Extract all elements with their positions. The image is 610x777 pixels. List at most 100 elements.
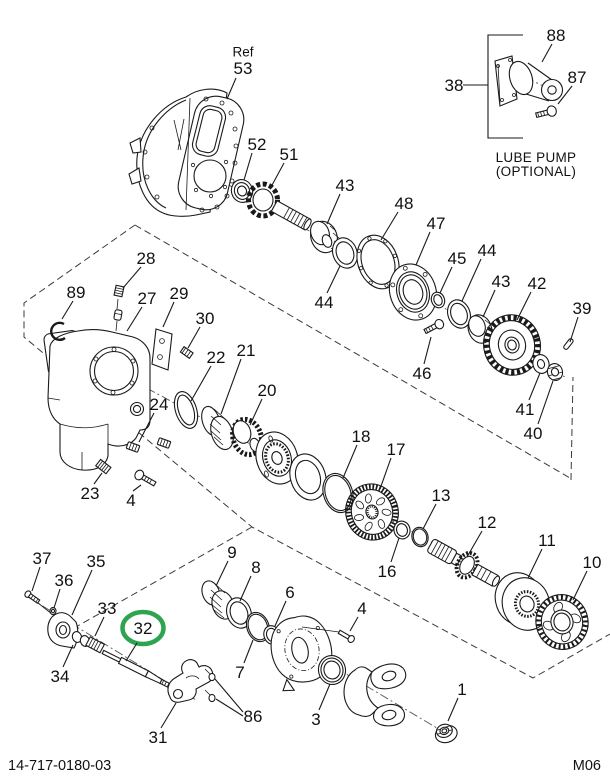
lube-pump-drawing	[494, 55, 564, 107]
housing-53-bolt-holes	[142, 96, 239, 213]
leader-line-51-3	[270, 162, 285, 188]
part-callout-29-22: 29	[170, 284, 189, 303]
bearing-21-drawing	[201, 405, 234, 451]
part-callout-44-8: 44	[478, 241, 497, 260]
leader-line-43-4	[326, 193, 341, 225]
washer-36-drawing	[49, 606, 57, 616]
snap-ring-13-drawing	[411, 526, 429, 548]
part-callout-30-23: 30	[196, 309, 215, 328]
part-callout-35-46: 35	[87, 552, 106, 571]
leader-line-18-30	[342, 444, 358, 479]
leader-line-3-42	[318, 683, 331, 711]
leader-line-33-47	[94, 616, 105, 637]
part-callout-6-39: 6	[285, 583, 294, 602]
leader-line-24-26	[138, 412, 155, 443]
part-callout-36-45: 36	[55, 571, 74, 590]
part-callout-10-36: 10	[583, 553, 602, 572]
leader-line-30-23	[187, 326, 201, 349]
part-callout-1-43: 1	[457, 680, 466, 699]
footer-page-code: M06	[573, 758, 601, 774]
setscrew-24b-drawing	[156, 437, 172, 449]
part-callout-21-25: 21	[237, 341, 256, 360]
part-callout-89-20: 89	[67, 283, 86, 302]
leader-line-10-36	[572, 570, 588, 601]
part-callout-8-38: 8	[251, 558, 260, 577]
leader-line-44-12	[326, 265, 341, 294]
leader-line-34-48	[62, 644, 74, 668]
leader-line-42-10	[516, 291, 532, 321]
gasket-48-drawing	[356, 234, 400, 290]
part-callout-40-15: 40	[524, 424, 543, 443]
shift-fork-31-drawing	[167, 659, 214, 703]
leader-line-87-17	[557, 85, 573, 105]
part-callout-88-16: 88	[547, 26, 566, 45]
part-callout-4-28: 4	[126, 491, 135, 510]
highlight-ellipse-32	[120, 609, 166, 647]
ring-8-drawing	[225, 597, 253, 629]
part-callout-41-14: 41	[516, 400, 535, 419]
clutch-plate-drawing	[289, 453, 327, 501]
part-callout-51-3: 51	[280, 145, 299, 164]
ring-44b-drawing	[446, 299, 472, 329]
part-callout-38-18: 38	[445, 76, 464, 95]
leader-line-6-39	[274, 600, 287, 627]
bolt-4b-drawing	[301, 626, 355, 644]
part-callout-48-5: 48	[395, 194, 414, 213]
leader-line-21-25	[220, 358, 242, 415]
part-callout-45-7: 45	[448, 249, 467, 268]
part-callout-4-41: 4	[357, 599, 366, 618]
shaft-12-drawing	[427, 538, 501, 587]
ring-44a-drawing	[331, 237, 359, 269]
snap-ring-18-drawing	[322, 472, 354, 514]
pins-86-drawing	[204, 668, 216, 703]
snap-ring-7-drawing	[245, 611, 271, 643]
bolt-46-drawing	[423, 318, 445, 335]
drum-11-drawing	[494, 572, 551, 631]
leader-line-52-2	[243, 152, 253, 181]
part-callout-39-11: 39	[573, 299, 592, 318]
inset-caption-line2: (OPTIONAL)	[496, 164, 576, 179]
leader-line-47-6	[415, 231, 431, 266]
leader-line-4-28	[132, 484, 142, 492]
housing-27-drawing	[43, 329, 151, 471]
part-callout-27-21: 27	[138, 289, 157, 308]
leader-line-13-32	[422, 503, 437, 530]
ring-16-drawing	[393, 520, 411, 540]
part-callout-24-26: 24	[150, 395, 169, 414]
leader-line-9-37	[215, 560, 229, 587]
pinion-51-drawing	[246, 181, 312, 231]
leader-line-89-20	[61, 300, 74, 320]
leader-line-27-21	[126, 306, 143, 332]
part-callout-43-9: 43	[492, 272, 511, 291]
leader-line-37-44	[31, 566, 41, 592]
inset-caption-line1: LUBE PUMP	[496, 150, 577, 165]
leader-line-23-27	[93, 472, 103, 485]
leader-line-11-35	[527, 548, 543, 579]
part-callout-46-13: 46	[413, 364, 432, 383]
spring-23-drawing	[94, 458, 112, 475]
screw-30-drawing	[179, 345, 194, 360]
washer-41-drawing	[532, 354, 550, 374]
pump-bolt-drawing	[535, 105, 557, 119]
spring-28-drawing	[113, 284, 125, 332]
part-callout-7-40: 7	[235, 663, 244, 682]
leader-line-43-9	[482, 289, 496, 318]
setscrew-24a-drawing	[125, 441, 141, 453]
footer-document-number: 14-717-0180-03	[8, 758, 111, 774]
clutch-hub-drawing	[255, 431, 299, 485]
part-callout-3-42: 3	[311, 710, 320, 729]
pin-39-drawing	[563, 338, 574, 350]
leader-line-32-49	[125, 642, 138, 662]
part-callout-11-35: 11	[538, 531, 556, 550]
leader-line-29-22	[162, 301, 175, 328]
ring-45-drawing	[430, 291, 446, 309]
part-callout-20-29: 20	[258, 381, 277, 400]
part-callout-44-12: 44	[315, 293, 334, 312]
part-callout-13-32: 13	[432, 486, 451, 505]
inset-bracket	[487, 34, 523, 139]
part-callout-9-37: 9	[227, 543, 236, 562]
sprocket-10-drawing	[535, 594, 589, 650]
part-callout-47-6: 47	[427, 214, 446, 233]
